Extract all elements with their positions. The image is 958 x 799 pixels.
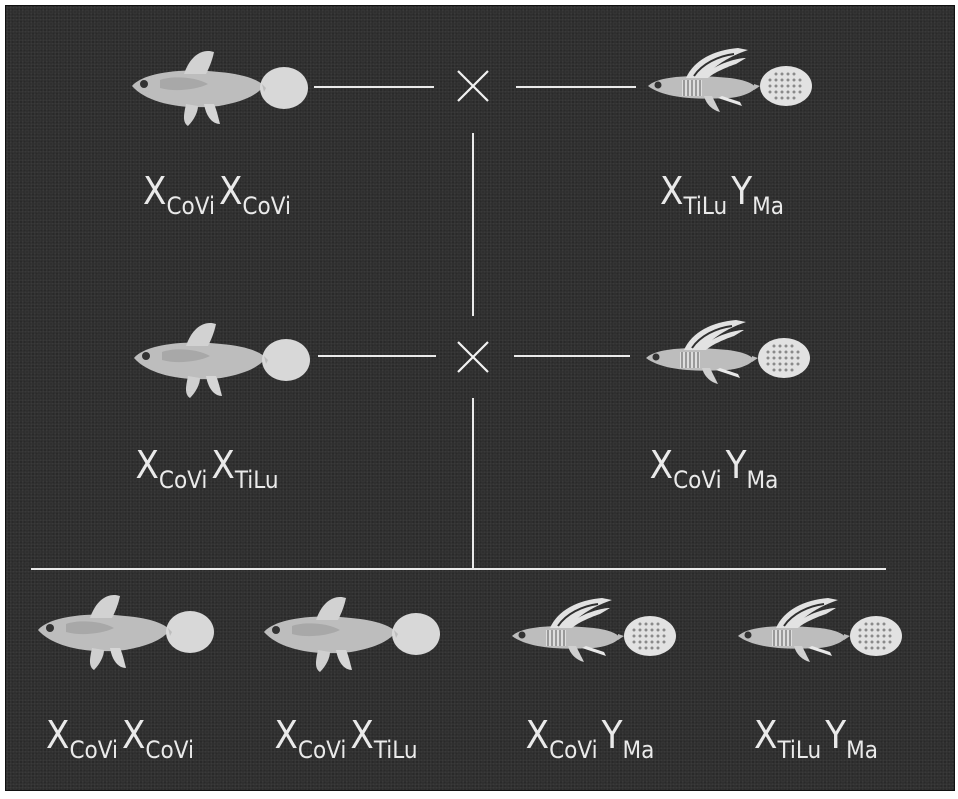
f1-cross-icon bbox=[457, 341, 489, 373]
f2-male-fish-image-2 bbox=[737, 597, 903, 663]
f1-male-fish-image bbox=[645, 319, 811, 385]
f2-female-fish-image-2 bbox=[264, 596, 440, 672]
f2-female-fish-image-1 bbox=[38, 594, 214, 670]
p-cross-icon bbox=[457, 70, 489, 102]
p-male-fish-image bbox=[647, 47, 813, 113]
p-female-fish-image bbox=[132, 50, 308, 126]
connector-lines bbox=[31, 70, 886, 570]
f1-female-fish-image bbox=[134, 322, 310, 398]
f2-male-fish-image-1 bbox=[511, 597, 677, 663]
